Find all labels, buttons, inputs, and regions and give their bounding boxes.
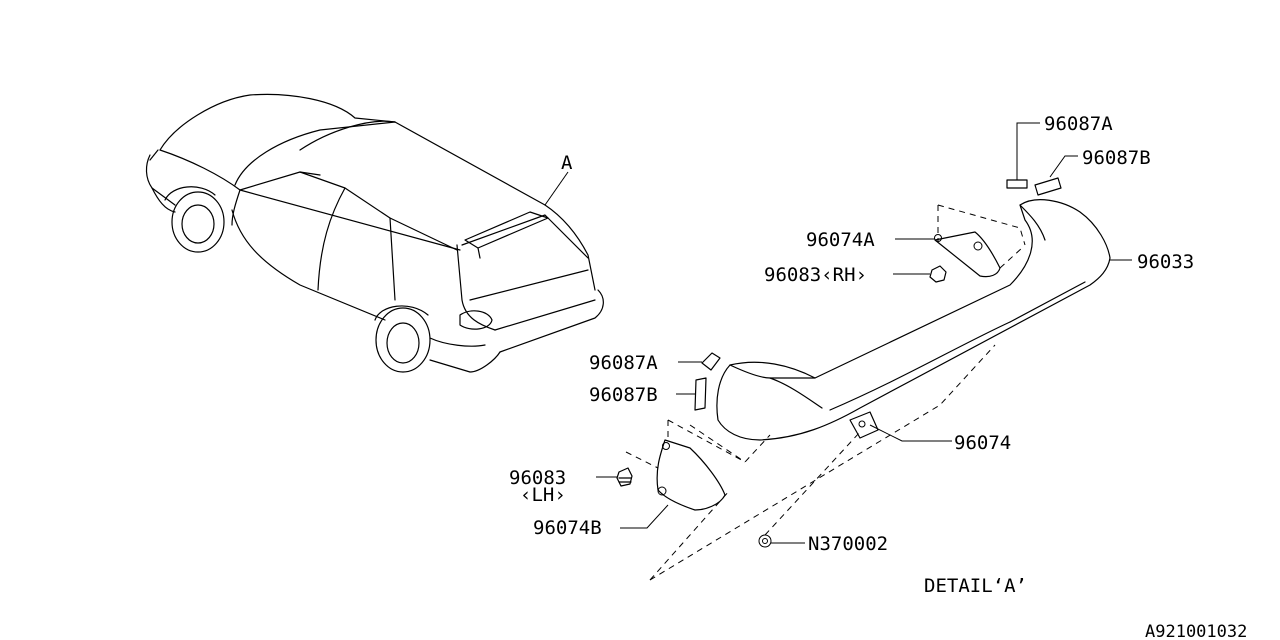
part-label-96087B-left: 96087B <box>589 384 658 406</box>
part-label-N370002: N370002 <box>808 533 888 555</box>
part-label-96087A-top: 96087A <box>1044 113 1113 135</box>
part-label-96074: 96074 <box>954 432 1011 454</box>
part-label-96083-lh-number: 96083 <box>509 467 566 489</box>
part-label-96074A: 96074A <box>806 229 875 251</box>
part-label-96083-rh: 96083‹RH› <box>764 264 867 286</box>
detail-a-title: DETAIL‘A’ <box>924 575 1027 597</box>
diagram-code: A921001032 <box>1145 622 1247 640</box>
callout-detail-a: A <box>561 152 573 174</box>
part-label-96087A-left: 96087A <box>589 352 658 374</box>
spoiler-assembly <box>616 177 1111 581</box>
part-label-96087B-top: 96087B <box>1082 147 1151 169</box>
part-label-96074B: 96074B <box>533 517 602 539</box>
vehicle-illustration <box>145 93 604 373</box>
part-label-96083-lh-side: ‹LH› <box>520 484 566 506</box>
leader-lines <box>596 122 1132 544</box>
part-label-96033: 96033 <box>1137 251 1194 273</box>
